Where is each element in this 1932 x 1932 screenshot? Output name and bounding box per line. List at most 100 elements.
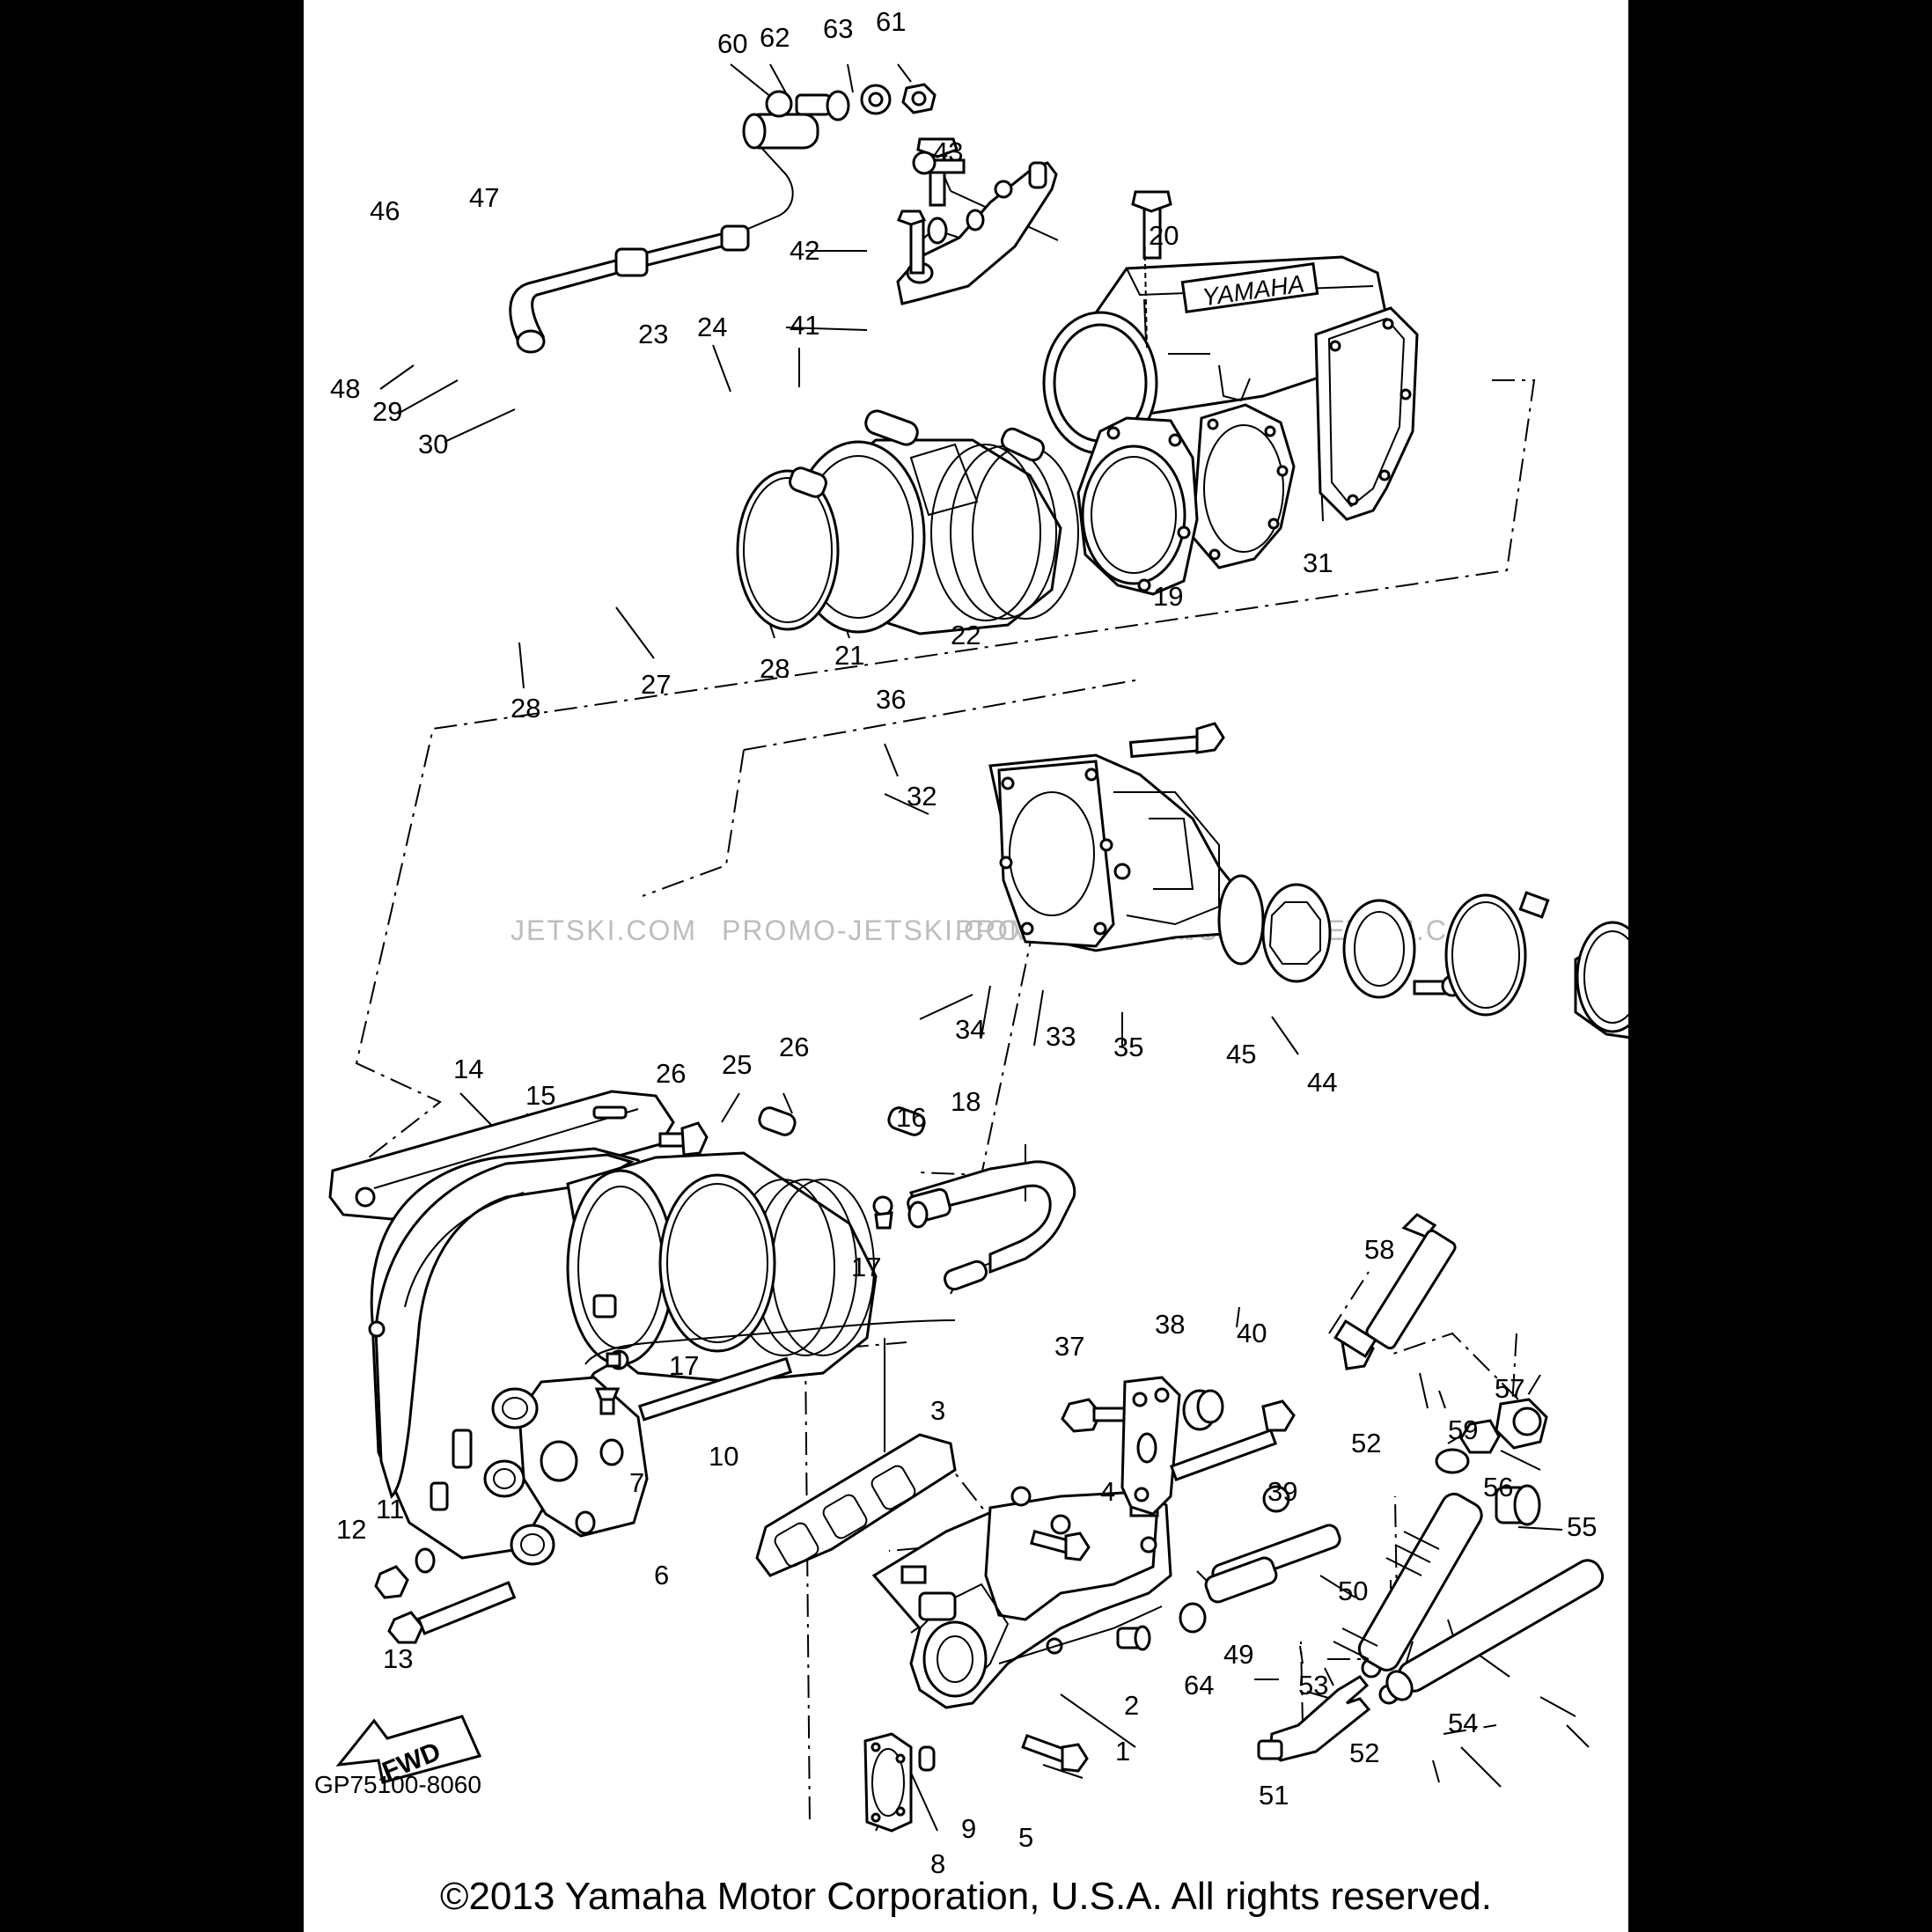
gasket-22: [1191, 403, 1296, 569]
watermark-text: JETSKI.COM: [511, 915, 697, 946]
part-label: 56: [1483, 1472, 1513, 1502]
part-label: 60: [717, 28, 747, 59]
part-label: 10: [709, 1441, 738, 1472]
part-label: 29: [372, 396, 402, 427]
part-label: 42: [790, 235, 819, 266]
part-label: 9: [961, 1813, 976, 1844]
part-label: 57: [1495, 1373, 1524, 1404]
part-label: 47: [469, 182, 499, 213]
part-label: 62: [760, 22, 790, 53]
part-label: 4: [1100, 1476, 1115, 1507]
part-label: 16: [896, 1102, 926, 1133]
part-label: 13: [383, 1643, 413, 1674]
part-label: 26: [779, 1032, 809, 1062]
gasket-3: [755, 1433, 957, 1577]
hose-16-18: [584, 1160, 1076, 1365]
part-number-labels: 60 62 63 61 43 46 47 42 20 41 23 24 48 2…: [330, 6, 1597, 1879]
part-label: 58: [1364, 1234, 1394, 1265]
part-label: 30: [418, 429, 448, 459]
dowel-9: [918, 1745, 936, 1772]
exhaust-manifold-1: [871, 1486, 1172, 1709]
part-label: 50: [1338, 1576, 1368, 1606]
diagram-sheet: JETSKI.COM PROMO-JETSKI.COM PROMO-JETSKI…: [304, 0, 1628, 1932]
gasket-31: [1314, 306, 1419, 521]
part-label: 19: [1153, 581, 1183, 612]
stud-10: [637, 1356, 793, 1421]
bolt-4: [1030, 1529, 1091, 1561]
part-label: 53: [1298, 1670, 1328, 1701]
part-label: 14: [453, 1054, 483, 1084]
cap-57-nut-59: [1435, 1398, 1548, 1474]
part-label: 46: [370, 195, 400, 226]
part-label: 37: [1054, 1331, 1084, 1362]
part-label: 31: [1303, 547, 1333, 578]
part-label: 18: [951, 1086, 981, 1117]
clamp-26b: [887, 1106, 926, 1136]
part-label: 2: [1124, 1690, 1139, 1721]
part-label: 55: [1567, 1511, 1597, 1542]
bolt-39: [1169, 1399, 1296, 1481]
part-label: 52: [1351, 1428, 1381, 1458]
bolt-37: [1061, 1398, 1129, 1433]
spark-plug-58: [1333, 1213, 1457, 1370]
diagram-reference-code: GP75100-8060: [314, 1771, 481, 1798]
clip-17: [606, 1349, 629, 1370]
muffler-19: YAMAHA: [1042, 219, 1388, 455]
part-label: 5: [1018, 1822, 1033, 1853]
plug-2: [1116, 1625, 1151, 1651]
part-label: 12: [336, 1514, 366, 1545]
part-label: 28: [511, 693, 540, 724]
part-label: 38: [1155, 1309, 1185, 1340]
part-label: 48: [330, 373, 360, 404]
watermark-text: PROMO-JETSKI.COM: [722, 915, 1035, 946]
part-label: 26: [656, 1058, 686, 1089]
part-label: 3: [930, 1395, 945, 1426]
part-label: 34: [955, 1014, 985, 1045]
part-label: 23: [638, 319, 668, 349]
part-label: 61: [876, 6, 906, 37]
part-label: 36: [876, 684, 906, 715]
part-label: 11: [376, 1494, 404, 1524]
part-label: 33: [1046, 1021, 1076, 1052]
part-label: 17: [669, 1350, 699, 1381]
plate-33: [1342, 899, 1416, 999]
part-label: 59: [1448, 1414, 1478, 1445]
bracket-14: [328, 1090, 709, 1221]
part-label: 7: [629, 1467, 644, 1498]
exhaust-body-32: [988, 753, 1265, 966]
stud-7: [594, 1387, 621, 1415]
part-label: 44: [1307, 1067, 1337, 1098]
part-label: 27: [641, 669, 671, 700]
copyright-notice: ©2013 Yamaha Motor Corporation, U.S.A. A…: [440, 1875, 1492, 1918]
part-label: 17: [851, 1252, 881, 1282]
clamp-26: [658, 1106, 797, 1353]
part-label: 8: [930, 1848, 945, 1879]
part-label: 28: [760, 653, 790, 684]
fitting-60-63: [765, 83, 937, 121]
water-hose-46-47: [509, 113, 819, 354]
part-label: 49: [1223, 1639, 1253, 1670]
clamp-45: [1444, 891, 1550, 1017]
clamp-28: [736, 466, 840, 631]
part-label: 51: [1259, 1780, 1289, 1811]
part-label: 64: [1184, 1670, 1214, 1701]
part-label: 35: [1113, 1032, 1143, 1062]
exploded-parts-diagram: JETSKI.COM PROMO-JETSKI.COM PROMO-JETSKI…: [328, 6, 1628, 1879]
bracket-41-42-43: [896, 137, 1172, 305]
flange-21: [1076, 416, 1199, 596]
part-label: 39: [1267, 1476, 1297, 1507]
part-label: 22: [951, 620, 981, 650]
part-label: 20: [1149, 220, 1179, 251]
hose-44: [1574, 921, 1628, 1039]
part-label: 40: [1237, 1318, 1267, 1348]
bracket-38: [1120, 1376, 1181, 1516]
part-label: 25: [722, 1049, 752, 1080]
bolt-5: [1021, 1733, 1089, 1773]
gasket-8: [863, 1732, 913, 1833]
nut-12-washer-11-bolt-13: [374, 1547, 517, 1644]
part-label: 1: [1115, 1736, 1130, 1767]
part-label: 41: [790, 310, 819, 341]
part-label: 24: [697, 312, 727, 342]
part-label: 6: [654, 1560, 669, 1590]
part-label: 63: [823, 13, 853, 44]
